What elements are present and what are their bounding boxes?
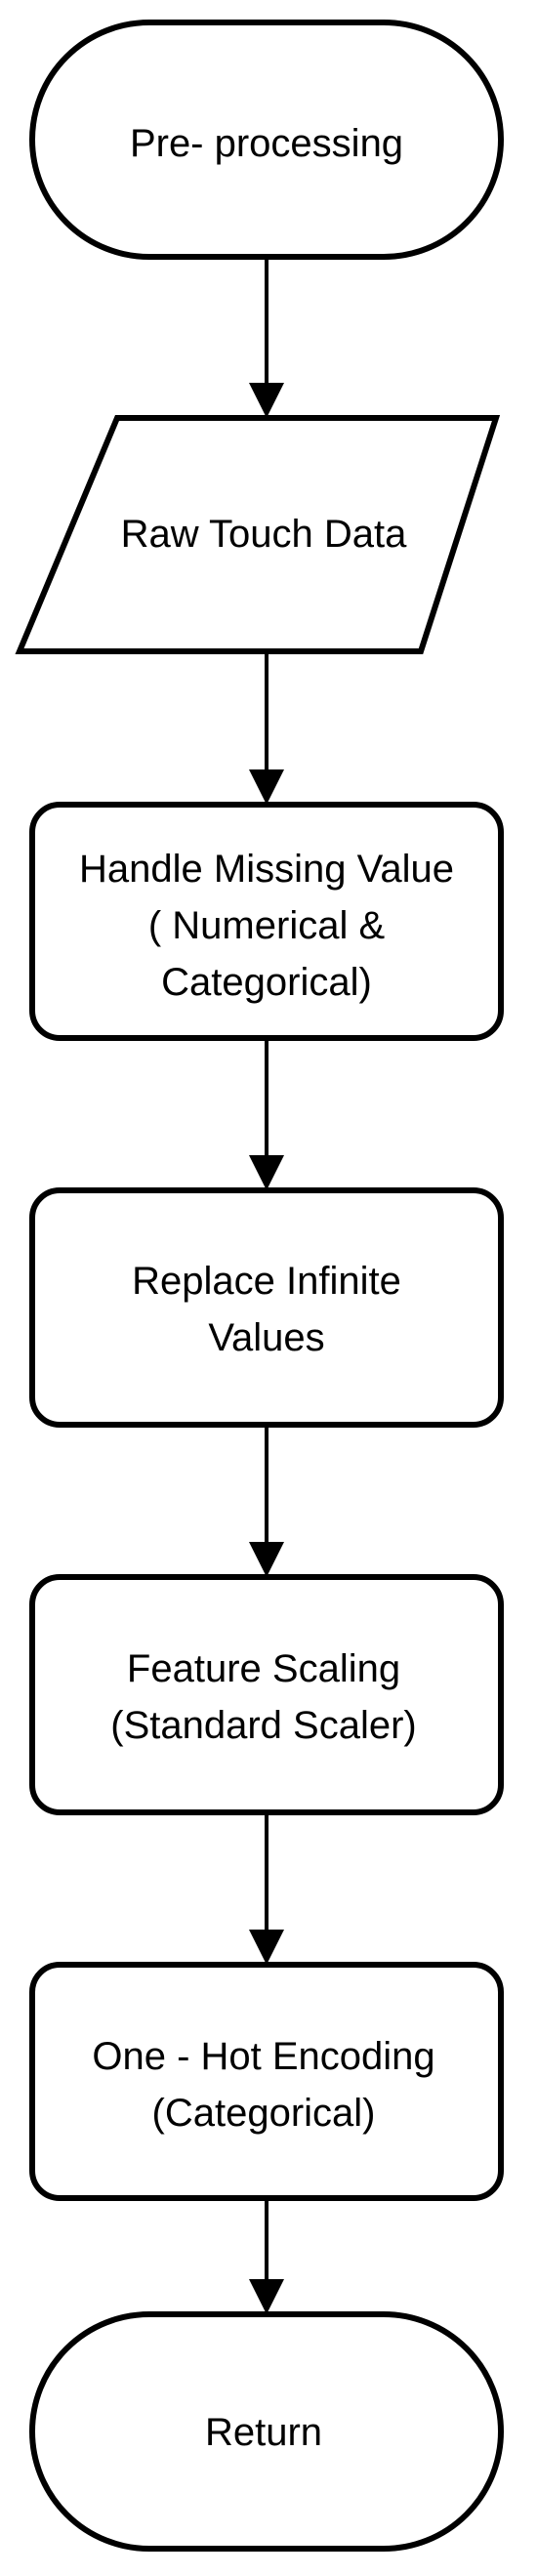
- handle-missing-value-label-line-2: ( Numerical &: [148, 904, 386, 947]
- feature-scaling-label-line-2: (Standard Scaler): [110, 1704, 416, 1747]
- edge-input-to-missing: [249, 651, 284, 805]
- one-hot-encoding-label-line-2: (Categorical): [152, 2092, 376, 2135]
- start-terminator-node: Pre- processing: [29, 20, 504, 260]
- edge-infinite-to-scaling: [249, 1425, 284, 1577]
- edge-missing-to-infinite: [249, 1038, 284, 1190]
- feature-scaling-label-line-1: Feature Scaling: [127, 1647, 400, 1690]
- handle-missing-value-label-line-3: Categorical): [161, 961, 372, 1004]
- edge-start-to-input: [249, 257, 284, 418]
- one-hot-encoding-label-line-1: One - Hot Encoding: [92, 2035, 434, 2078]
- raw-touch-data-node: Raw Touch Data: [15, 415, 501, 654]
- feature-scaling-node: Feature Scaling (Standard Scaler): [29, 1574, 504, 1815]
- handle-missing-value-node: Handle Missing Value ( Numerical & Categ…: [29, 802, 504, 1041]
- return-terminator-node: Return: [29, 2311, 504, 2552]
- return-label: Return: [205, 2411, 322, 2454]
- edge-encoding-to-end: [249, 2198, 284, 2314]
- handle-missing-value-label-line-1: Handle Missing Value: [79, 848, 454, 891]
- replace-infinite-values-label-line-1: Replace Infinite: [132, 1260, 401, 1303]
- edge-scaling-to-encoding: [249, 1812, 284, 1965]
- replace-infinite-values-node: Replace Infinite Values: [29, 1187, 504, 1428]
- raw-touch-data-label: Raw Touch Data: [121, 513, 408, 556]
- start-label: Pre- processing: [130, 122, 403, 165]
- one-hot-encoding-node: One - Hot Encoding (Categorical): [29, 1962, 504, 2201]
- replace-infinite-values-label-line-2: Values: [208, 1316, 324, 1359]
